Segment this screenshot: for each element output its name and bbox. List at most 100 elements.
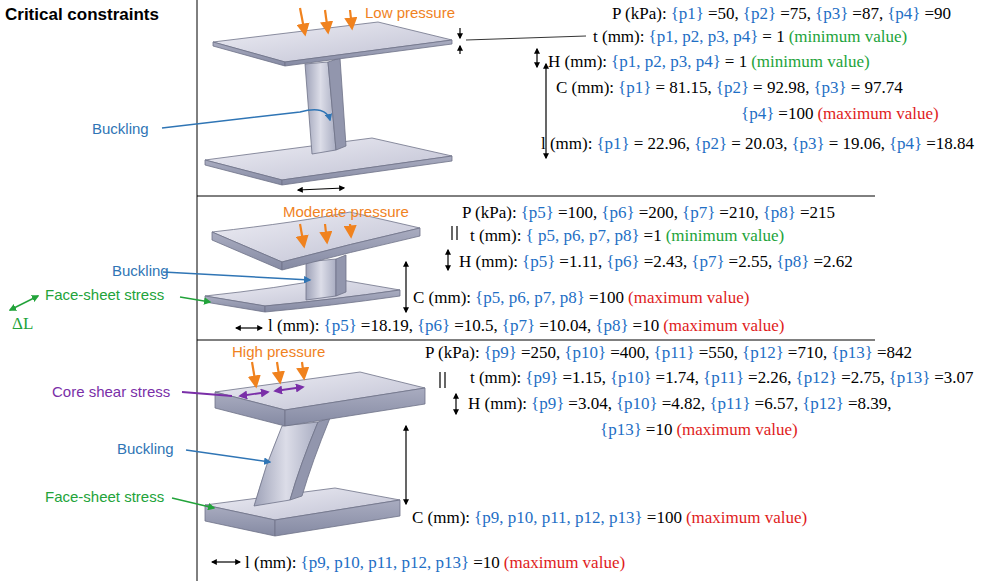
case-id: {p10} [564, 343, 606, 363]
case-id: {p9} [484, 343, 517, 363]
case-id: { p5, p6, p7, p8} [525, 226, 639, 246]
dimension-text: l (mm): [245, 553, 296, 573]
illustration-polygon [213, 42, 285, 66]
case-id: {p1} [596, 134, 629, 154]
text-line: Buckling [112, 262, 173, 279]
case-id: {p7} [682, 203, 715, 223]
illustration-g [298, 28, 586, 190]
load-label: High pressure [232, 343, 325, 360]
text-line: H (mm):{p1, p2, p3, p4}= 1(minimum value… [548, 52, 874, 72]
illustration-path [205, 296, 265, 312]
illustration-line [240, 392, 268, 396]
illustration-line [252, 362, 256, 386]
dimension-text: =842 [877, 343, 912, 363]
text-line: Face-sheet stress [45, 488, 168, 505]
case-id: {p1} [671, 4, 704, 24]
dimension-text: =1.74, [656, 368, 699, 387]
text-line: P (kPa):{p1}=50,{p2}=75,{p3}=87,{p4}=90 [612, 4, 955, 24]
text-line: Low pressure [365, 4, 459, 21]
illustration-line [439, 372, 440, 388]
text-line: H (mm):{p5}=1.11,{p6}=2.43,{p7}=2.55,{p8… [459, 252, 857, 272]
illustration-line [180, 297, 210, 302]
text-line: t (mm):{ p5, p6, p7, p8}=1(minimum value… [470, 226, 788, 246]
max-note: (maximum value) [817, 104, 938, 124]
dimension-text: t (mm): [470, 368, 521, 387]
text-line: C (mm):{p1}= 81.15,{p2}= 92.98,{p3}= 97.… [556, 78, 907, 98]
dimension-text: =710, [788, 343, 827, 363]
illustration-line [300, 8, 305, 34]
dimension-text: =200, [639, 203, 678, 223]
illustration-polygon [275, 500, 400, 536]
illustration-polygon [282, 156, 452, 185]
illustration-line [197, 0, 198, 581]
text-line: P (kPa):{p9}=250,{p10}=400,{p11}=550,{p1… [425, 343, 916, 363]
illustration-line [350, 224, 351, 236]
dimension-text: =18.84 [926, 134, 974, 154]
case-id: {p9, p10, p11, p12, p13} [300, 553, 469, 573]
case-id: {p10} [616, 394, 658, 414]
dimension-text: =10 [646, 420, 673, 440]
case-id: {p8} [776, 252, 809, 272]
illustration-path [163, 272, 310, 280]
dimension-text: C (mm): [413, 288, 471, 308]
illustration-polygon [336, 255, 346, 296]
dimension-text: = 22.96, [634, 134, 690, 154]
dimension-text: = 92.98, [753, 78, 809, 98]
dimension-text: =100 [647, 508, 682, 528]
illustration-g [300, 224, 351, 246]
text-line: H (mm):{p9}=3.04,{p10}=4.82,{p11}=6.57,{… [468, 394, 896, 414]
dimension-text: =2.55, [729, 252, 773, 272]
load-label: Low pressure [365, 4, 455, 21]
illustration-line [300, 224, 304, 246]
case-id: {p5} [522, 252, 555, 272]
dimension-text: =10 [633, 316, 660, 336]
case-id: {p11} [653, 343, 694, 363]
dimension-text: H (mm): [548, 52, 607, 72]
case-id: {p13} [889, 368, 931, 387]
dimension-text: t (mm): [470, 226, 521, 246]
illustration-path [186, 450, 270, 462]
case-id: {p12} [802, 394, 844, 414]
dimension-text: = 20.03, [731, 134, 787, 154]
dimension-text: l (mm): [268, 316, 319, 336]
illustration-g [182, 387, 303, 396]
illustration-g [212, 372, 456, 562]
illustration-line [466, 36, 586, 40]
case-id: {p3} [815, 4, 848, 24]
dimension-text: =3.07 [934, 368, 973, 387]
max-note: (maximum value) [663, 316, 784, 336]
dimension-text: =2.26, [748, 368, 791, 387]
dimension-text: =1 [644, 226, 662, 246]
illustration-line [302, 362, 304, 378]
dimension-text: =50, [708, 4, 739, 24]
case-id: {p4} [889, 134, 922, 154]
dimension-text: =1.11, [559, 252, 602, 272]
case-id: {p2} [716, 78, 749, 98]
case-id: {p8} [763, 203, 796, 223]
load-label: Moderate pressure [283, 203, 409, 220]
case-id: {p9} [531, 394, 564, 414]
text-line: ΔL [12, 314, 37, 334]
dimension-text: P (kPa): [612, 4, 667, 24]
case-id: {p9} [525, 368, 558, 387]
dimension-text: = 81.15, [655, 78, 711, 98]
text-line: t (mm):{p9}=1.15,{p10}=1.74,{p11}=2.26,{… [470, 368, 978, 387]
case-id: {p13} [831, 343, 873, 363]
illustration-line [451, 226, 452, 240]
max-note: (maximum value) [504, 553, 625, 573]
illustration-line [350, 10, 352, 28]
illustration-line [459, 46, 460, 54]
case-id: {p1, p2, p3, p4} [648, 27, 758, 47]
dimension-text: =10.04, [539, 316, 591, 336]
illustration-line [182, 392, 232, 396]
illustration-path [290, 418, 330, 500]
text-line: Core shear stress [52, 383, 174, 400]
dimension-text: =2.43, [644, 252, 688, 272]
dimension-text: C (mm): [556, 78, 614, 98]
case-id: {p9, p10, p11, p12, p13} [474, 508, 643, 528]
illustration-g [252, 362, 304, 386]
dimension-text: =100, [558, 203, 597, 223]
dimension-text: =10.5, [454, 316, 498, 336]
case-id: {p5} [521, 203, 554, 223]
